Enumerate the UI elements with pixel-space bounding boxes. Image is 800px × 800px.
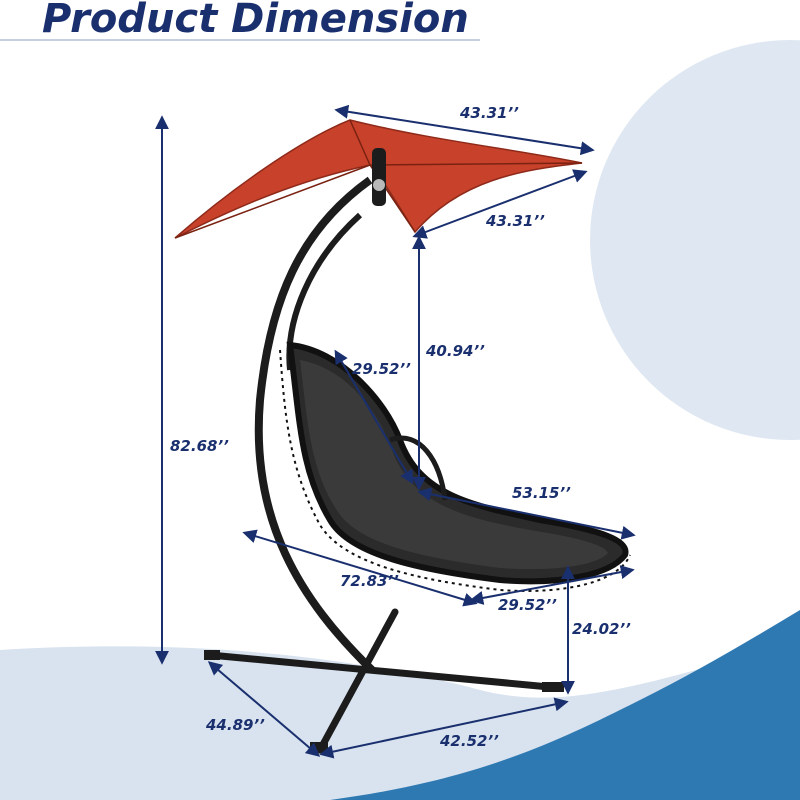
base-foot-left xyxy=(204,650,220,660)
dim-line-overall-length xyxy=(242,529,478,607)
dim-line-seat-length xyxy=(417,487,636,540)
dim-line-base-width xyxy=(319,697,569,759)
swivel xyxy=(373,179,385,191)
dim-line-seat-width xyxy=(469,565,635,605)
label-total-height: 82.68’’ xyxy=(170,437,229,455)
label-canopy-width: 43.31’’ xyxy=(460,104,519,122)
background-circle xyxy=(590,40,800,440)
hammock-chair xyxy=(174,119,631,754)
label-base-width: 42.52’’ xyxy=(440,732,499,750)
label-seat-height: 24.02’’ xyxy=(572,620,631,638)
dim-line-canopy-depth xyxy=(412,169,588,239)
dim-line-base-depth xyxy=(207,661,321,757)
springs xyxy=(279,349,631,592)
dim-line-canopy-width xyxy=(334,104,595,156)
label-canopy-depth: 43.31’’ xyxy=(486,212,545,230)
seat-fabric xyxy=(300,360,608,570)
background-wave-dark xyxy=(330,610,800,800)
dimension-lines xyxy=(155,104,636,759)
dim-line-backrest xyxy=(334,349,414,485)
label-seat-length: 53.15’’ xyxy=(512,484,571,502)
base-foot-right xyxy=(542,682,564,692)
label-base-depth: 44.89’’ xyxy=(206,716,265,734)
label-backrest: 29.52’’ xyxy=(352,360,411,378)
page-title: Product Dimension xyxy=(42,0,469,42)
label-overall-length: 72.83’’ xyxy=(340,572,399,590)
hanging-hook xyxy=(372,148,386,206)
label-seat-width: 29.52’’ xyxy=(498,596,557,614)
label-canopy-to-seat: 40.94’’ xyxy=(426,342,485,360)
